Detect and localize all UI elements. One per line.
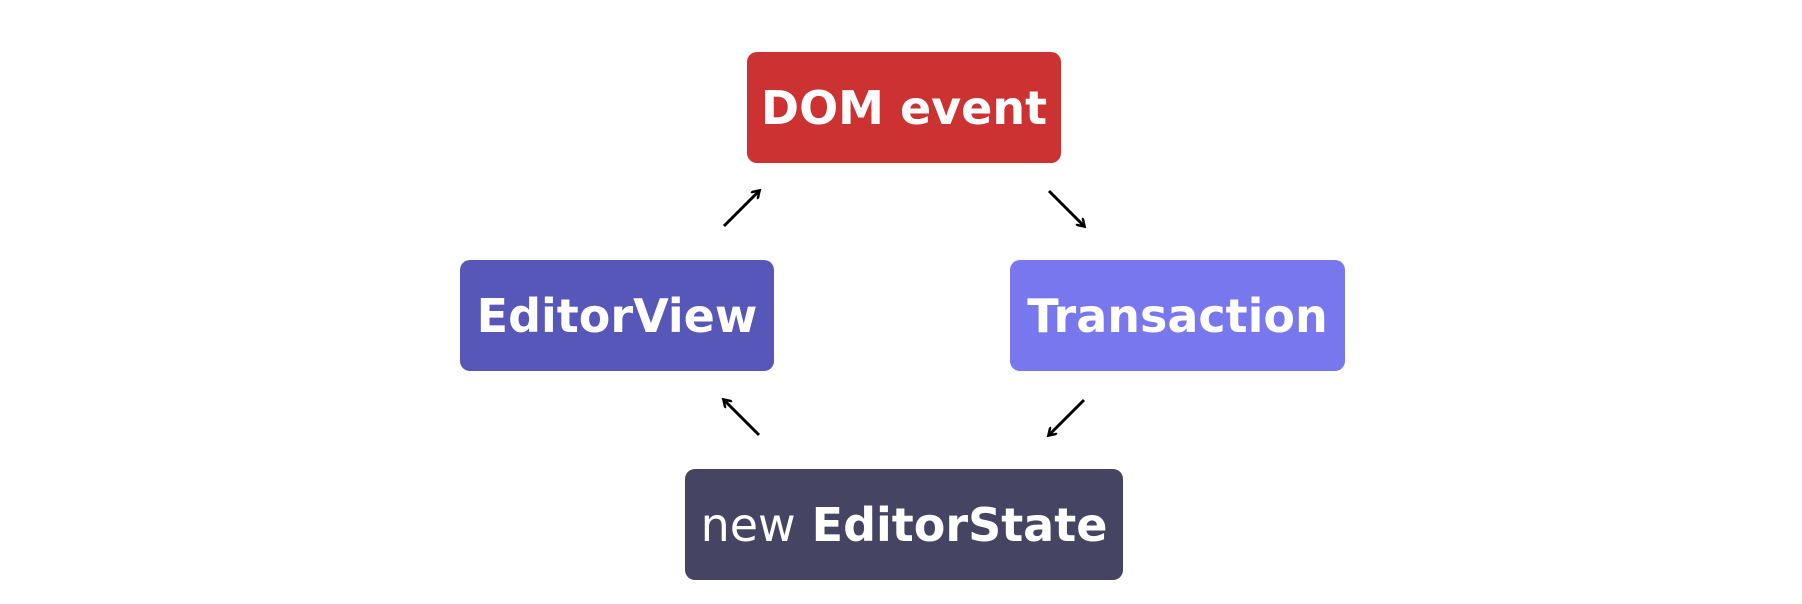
editor-state-node: new EditorState xyxy=(685,469,1123,580)
editor-view-label: EditorView xyxy=(476,288,758,343)
dom-event-node: DOM event xyxy=(747,52,1061,163)
editor-state-prefix: new xyxy=(700,497,796,552)
arrow-dom-to-transaction xyxy=(1047,189,1084,226)
arrow-view-to-dom xyxy=(722,191,759,228)
transaction-label: Transaction xyxy=(1027,288,1328,343)
transaction-node: Transaction xyxy=(1010,260,1345,371)
dom-event-label: DOM event xyxy=(760,80,1048,135)
editor-view-node: EditorView xyxy=(460,260,774,371)
editor-state-label: EditorState xyxy=(811,497,1108,552)
arrow-transaction-to-state xyxy=(1049,398,1086,435)
arrow-state-to-view xyxy=(724,400,761,437)
